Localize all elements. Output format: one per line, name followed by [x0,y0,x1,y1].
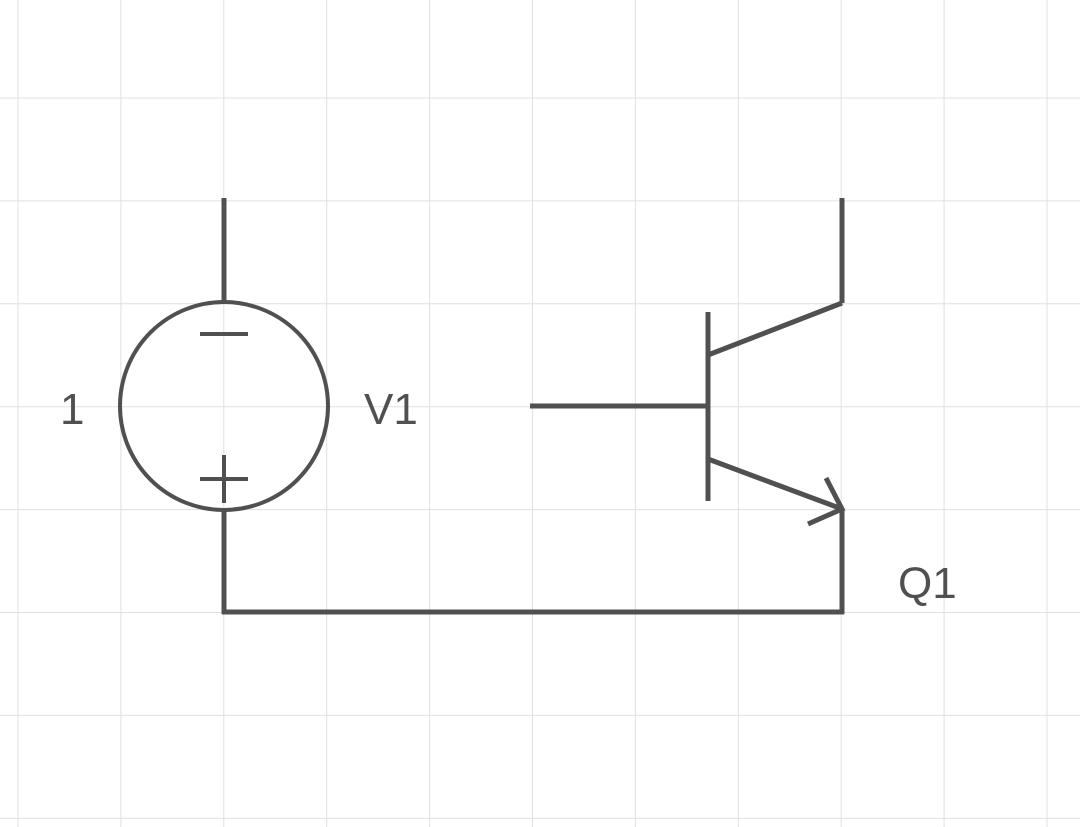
voltage-source-v1[interactable] [118,198,330,614]
q1-name-label: Q1 [898,559,957,608]
v1-value-label: 1 [60,385,84,434]
q1-emitter-diagonal [707,456,843,512]
q1-collector-diagonal [707,300,843,358]
v1-name-label: V1 [364,385,418,434]
transistor-q1[interactable] [530,198,846,614]
